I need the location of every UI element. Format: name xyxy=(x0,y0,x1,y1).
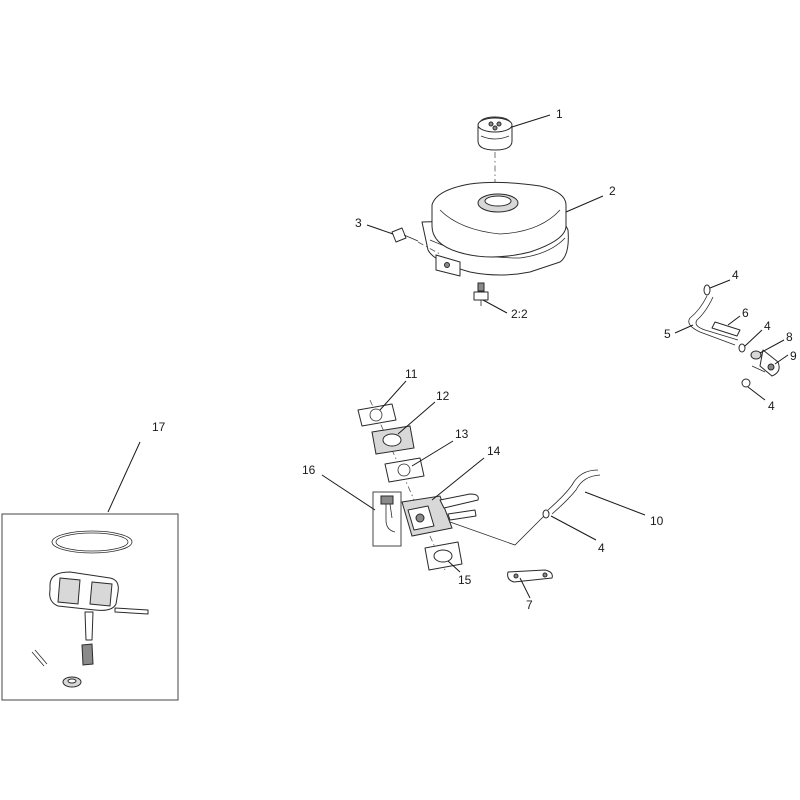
fuel-line-assembly xyxy=(688,284,780,388)
bolt-part-3 xyxy=(391,227,441,255)
fuel-fitting-part xyxy=(473,282,489,306)
callout-4-bottom: 4 xyxy=(768,399,775,413)
leader-lines xyxy=(107,114,789,599)
callout-2-2: 2:2 xyxy=(511,307,528,321)
callout-13: 13 xyxy=(455,427,469,441)
callout-15: 15 xyxy=(458,573,472,587)
callout-11: 11 xyxy=(405,367,418,381)
callout-5: 5 xyxy=(664,327,671,341)
callout-9: 9 xyxy=(790,349,797,363)
callout-10: 10 xyxy=(650,514,664,528)
callout-1: 1 xyxy=(556,107,563,121)
callout-4-top: 4 xyxy=(732,268,739,282)
callout-labels: 1 2 3 2:2 4 6 4 5 8 9 4 11 12 13 14 16 1… xyxy=(152,107,797,612)
callout-8: 8 xyxy=(786,330,793,344)
callout-6: 6 xyxy=(742,306,749,320)
callout-7: 7 xyxy=(526,598,533,612)
fuel-cap-part xyxy=(477,116,513,192)
gasket-stack xyxy=(357,399,463,571)
callout-3: 3 xyxy=(355,216,362,230)
float-kit-inset xyxy=(1,513,179,701)
callout-4-right: 4 xyxy=(598,541,605,555)
solenoid-part xyxy=(372,491,402,547)
callout-17: 17 xyxy=(152,420,166,434)
carburetor-part xyxy=(401,493,546,546)
callout-12: 12 xyxy=(436,389,450,403)
callout-16: 16 xyxy=(302,463,316,477)
fuel-hose-part xyxy=(542,469,601,519)
callout-14: 14 xyxy=(487,444,501,458)
fuel-tank-part xyxy=(421,181,569,277)
callout-2: 2 xyxy=(609,184,616,198)
bracket-part xyxy=(507,569,553,583)
callout-4-mid: 4 xyxy=(764,319,771,333)
